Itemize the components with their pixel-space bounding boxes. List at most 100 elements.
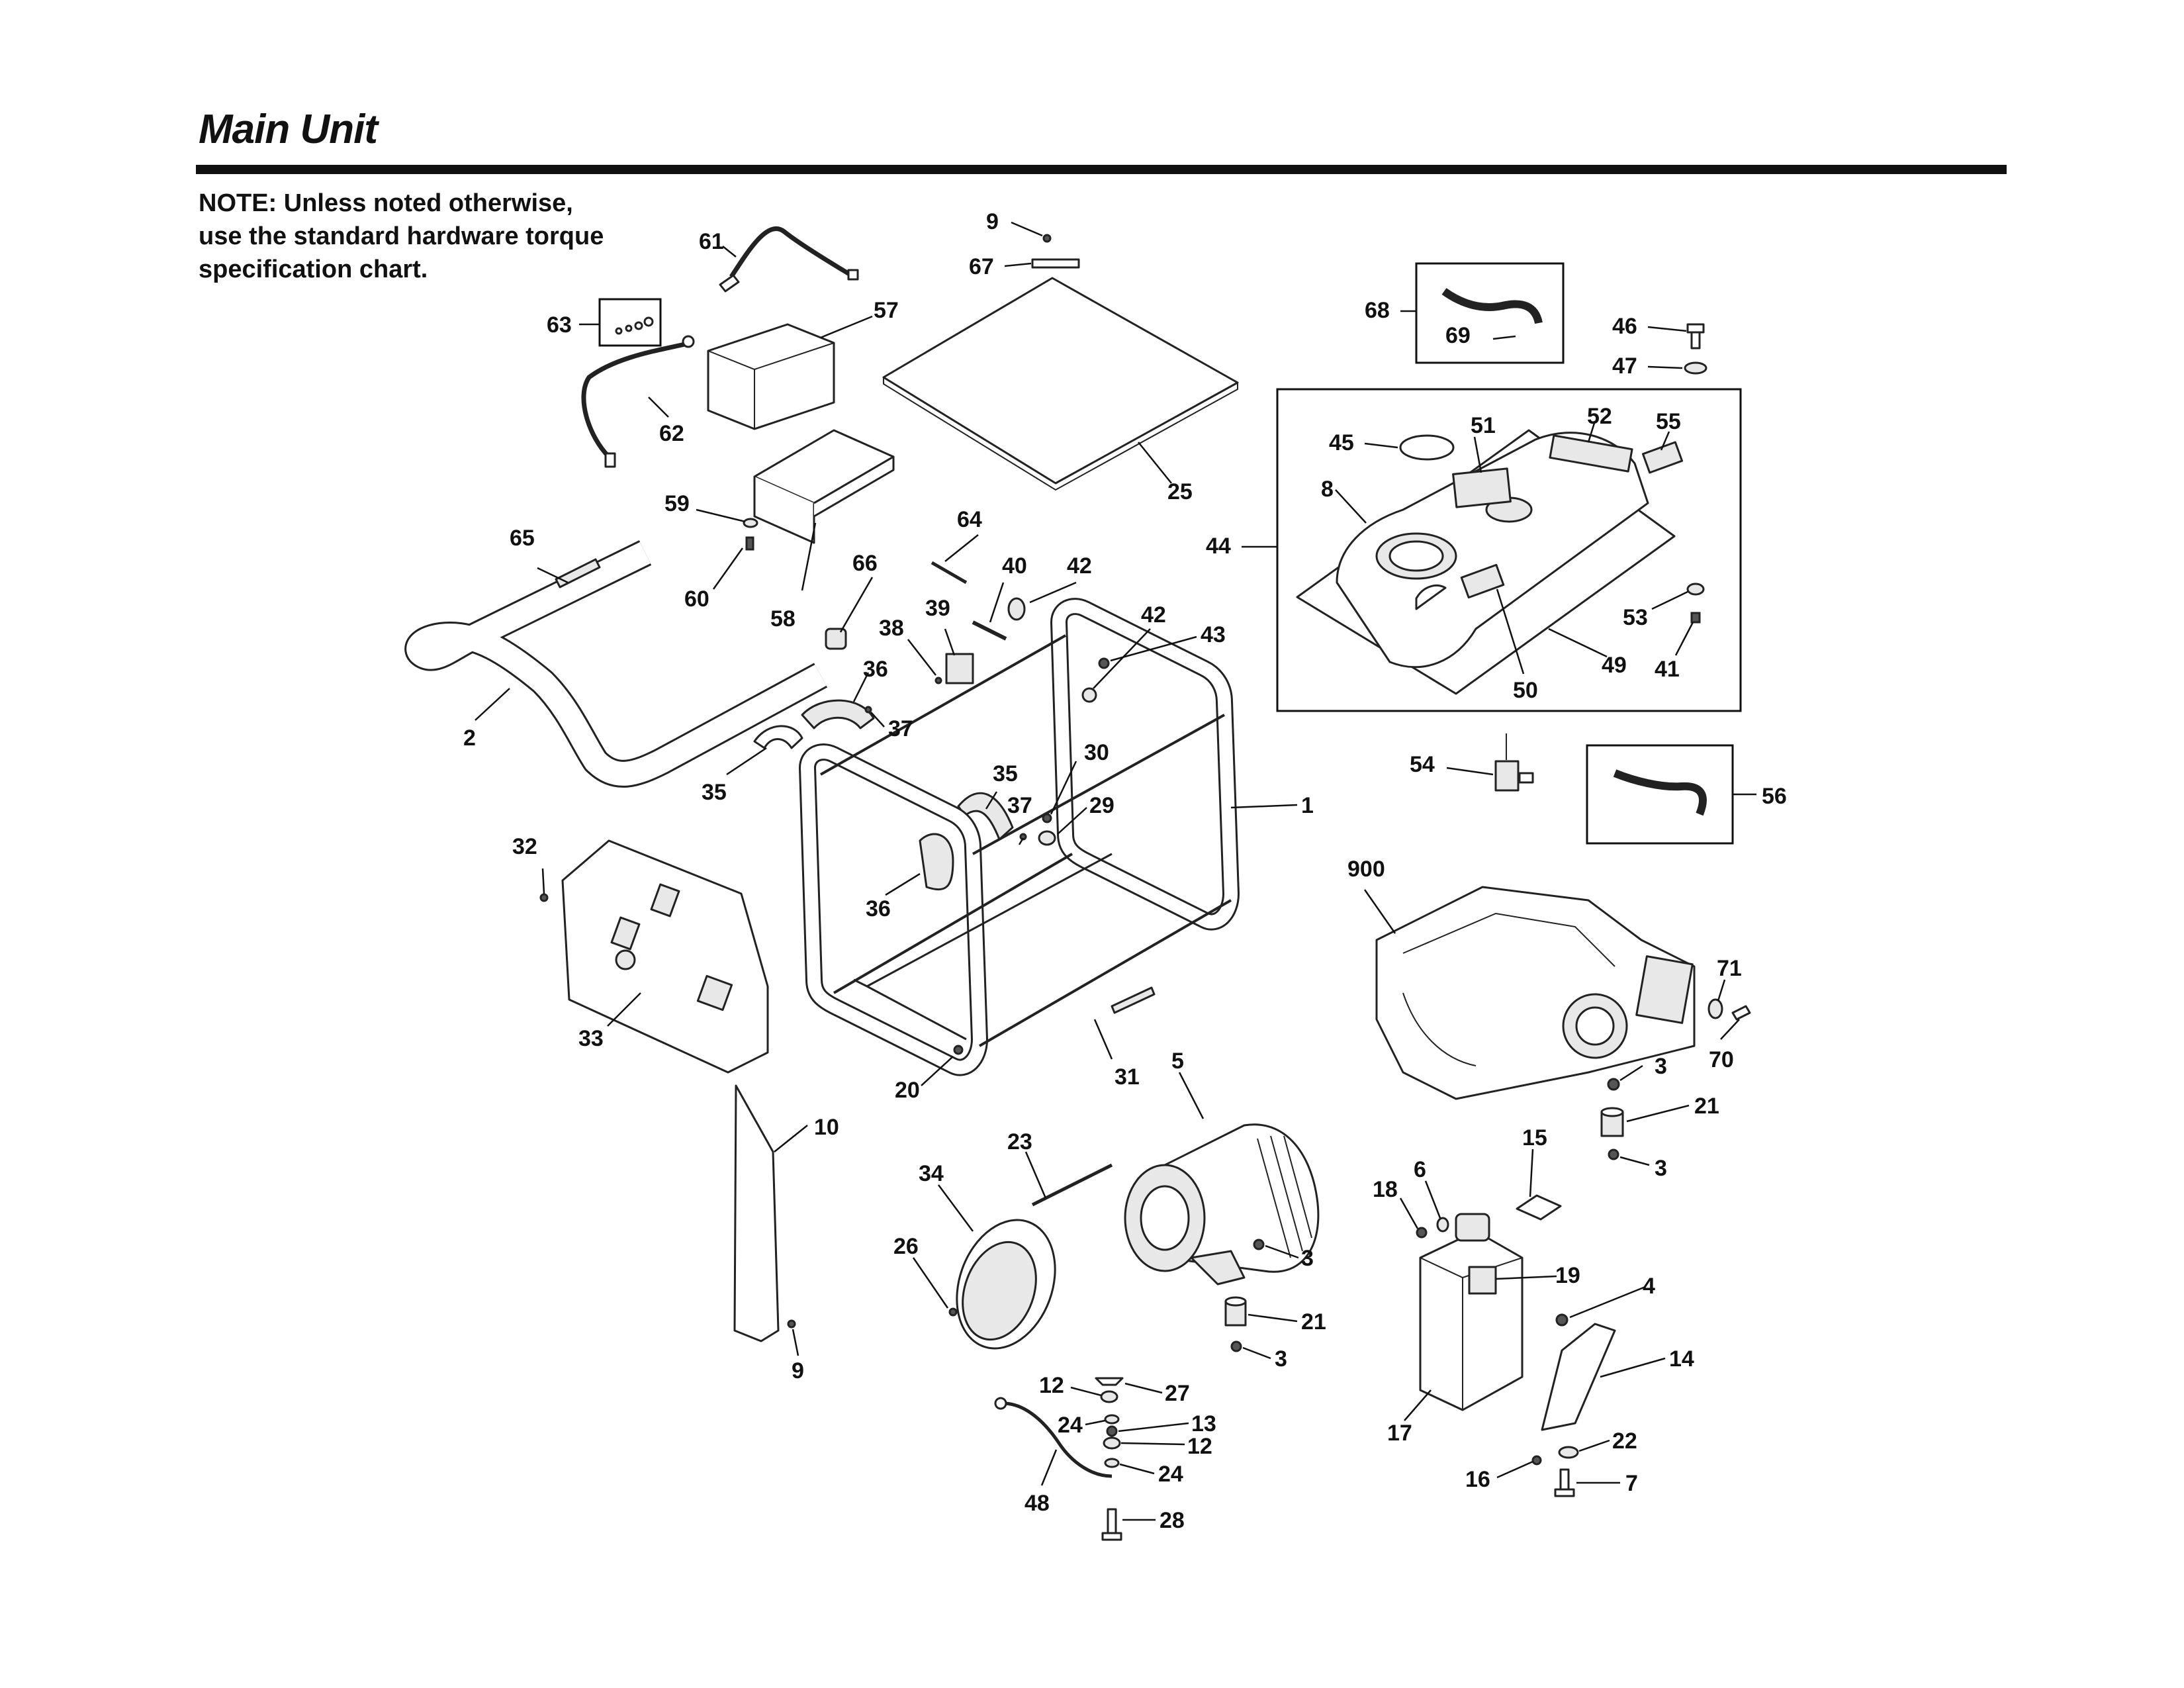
pin-64: [931, 561, 968, 585]
label-31: [1111, 986, 1156, 1014]
gasket-15: [1516, 1194, 1562, 1221]
callout-27: 27: [1165, 1381, 1190, 1406]
callout-57: 57: [874, 298, 899, 323]
grip-35b: [957, 792, 1014, 841]
through-bolt-23: [1031, 1163, 1113, 1207]
callout-61: 61: [699, 229, 724, 254]
callout-35b: 35: [993, 761, 1018, 786]
bolt-40: [972, 620, 1007, 641]
callout-42a: 42: [1067, 553, 1092, 579]
control-panel-33: [561, 839, 769, 1074]
callout-37b: 37: [1007, 793, 1032, 818]
kit-box-63: [598, 298, 662, 347]
callout-3c: 3: [1301, 1246, 1314, 1271]
note-line-3: specification chart.: [199, 256, 428, 283]
callout-68: 68: [1365, 298, 1390, 323]
callout-55: 55: [1656, 409, 1681, 434]
callout-66: 66: [852, 551, 878, 576]
callout-64: 64: [957, 507, 982, 532]
mount-21b: [1224, 1296, 1247, 1327]
battery-57: [707, 323, 835, 430]
callout-70: 70: [1709, 1047, 1734, 1072]
callout-59: 59: [664, 491, 690, 516]
note-line-2: use the standard hardware torque: [199, 222, 604, 250]
bracket-39: [945, 653, 974, 684]
bushing-29: [1038, 830, 1056, 846]
nut-4: [1555, 1313, 1569, 1327]
battery-tray-58: [753, 429, 895, 544]
kit-box-56: [1586, 744, 1734, 845]
panel-25: [882, 277, 1239, 491]
callout-31: 31: [1115, 1064, 1140, 1090]
grommet-53: [1686, 583, 1705, 596]
callout-15: 15: [1522, 1125, 1547, 1150]
callout-33: 33: [578, 1026, 604, 1051]
callout-900: 900: [1347, 857, 1385, 882]
label-19: [1468, 1266, 1497, 1295]
callout-35a: 35: [702, 780, 727, 805]
screw-32: [539, 893, 549, 902]
callout-9a: 9: [986, 209, 999, 234]
callout-10: 10: [814, 1115, 839, 1140]
screw-60: [745, 536, 754, 551]
leader-lines: [475, 221, 1756, 1521]
screw-26: [948, 1307, 958, 1317]
callout-13: 13: [1191, 1411, 1216, 1436]
bolt-46: [1686, 323, 1705, 350]
nut-43: [1098, 657, 1110, 669]
callout-20: 20: [895, 1078, 920, 1103]
grip-36b: [919, 833, 954, 891]
fuel-tank-49: [1296, 429, 1684, 695]
washer-22: [1558, 1446, 1579, 1459]
callout-48: 48: [1024, 1491, 1050, 1516]
callout-4: 4: [1643, 1274, 1655, 1299]
bolt-7: [1554, 1468, 1575, 1497]
callout-22: 22: [1612, 1429, 1637, 1454]
callout-52: 52: [1587, 404, 1612, 429]
screw-70: [1731, 1005, 1751, 1021]
cable-62: [581, 335, 695, 468]
fuel-tank-assembly-box: [1276, 388, 1742, 712]
grip-35a: [753, 725, 803, 749]
end-cover-34: [956, 1219, 1056, 1350]
callout-2: 2: [463, 726, 476, 751]
callout-8: 8: [1321, 477, 1334, 502]
title-rule: [196, 165, 2007, 174]
callout-67: 67: [969, 254, 994, 279]
hardware-kit-63: [615, 316, 654, 335]
callout-21a: 21: [1694, 1094, 1719, 1119]
callout-50: 50: [1513, 678, 1538, 703]
screw-20: [953, 1045, 964, 1055]
callout-16: 16: [1465, 1467, 1490, 1492]
callout-3a: 3: [1655, 1054, 1667, 1079]
washer-42b: [1081, 687, 1097, 703]
callout-23: 23: [1007, 1129, 1032, 1154]
callout-56: 56: [1762, 784, 1787, 809]
callout-38: 38: [879, 616, 904, 641]
callout-62: 62: [659, 421, 684, 446]
screw-9: [1042, 234, 1052, 243]
page-title: Main Unit: [199, 107, 378, 152]
callout-24b: 24: [1158, 1462, 1183, 1487]
callout-26: 26: [893, 1234, 919, 1259]
bracket-10: [733, 1084, 780, 1342]
callout-1: 1: [1301, 793, 1314, 818]
ground-wire-48: [994, 1397, 1113, 1478]
callout-24a: 24: [1058, 1413, 1083, 1438]
callout-12a: 12: [1039, 1373, 1064, 1398]
nut-41: [1690, 612, 1701, 624]
callout-29: 29: [1089, 793, 1115, 818]
label-67: [1031, 258, 1080, 269]
callout-21b: 21: [1301, 1309, 1326, 1335]
callout-51: 51: [1471, 413, 1496, 438]
washer-42a: [1007, 597, 1026, 621]
callout-9b: 9: [792, 1358, 804, 1383]
callout-47: 47: [1612, 353, 1637, 379]
fuel-line-56: [1613, 769, 1707, 816]
callout-65: 65: [510, 526, 535, 551]
callout-45: 45: [1329, 430, 1354, 455]
callout-3b: 3: [1655, 1156, 1667, 1181]
callout-37a: 37: [888, 716, 913, 741]
handle-2: [404, 540, 828, 788]
bolt-28: [1101, 1508, 1122, 1541]
